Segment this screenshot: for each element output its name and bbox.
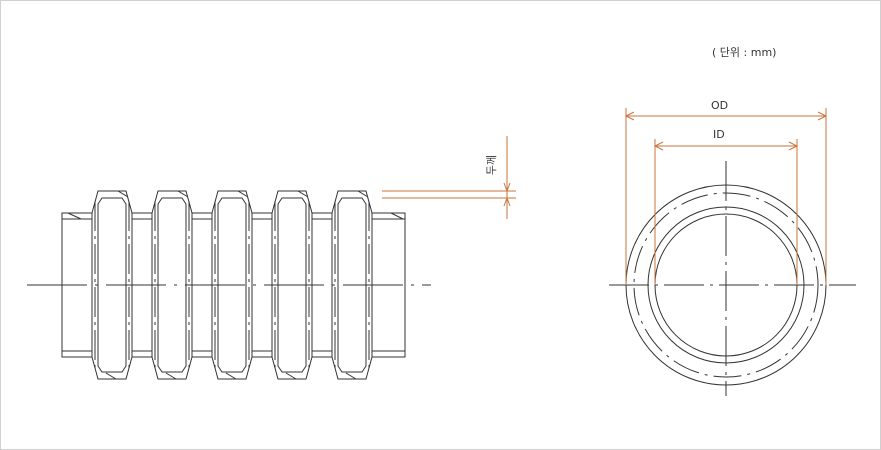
dimension-lines bbox=[382, 108, 828, 285]
ridge-outline bbox=[151, 190, 193, 380]
side-view bbox=[27, 190, 431, 380]
front-view bbox=[609, 161, 856, 396]
ridge-inner bbox=[337, 197, 367, 373]
thickness-arrows bbox=[503, 182, 511, 207]
ridge-inner bbox=[217, 197, 247, 373]
thickness-label: 두께 bbox=[485, 154, 499, 176]
ridge-hatch bbox=[177, 190, 189, 198]
end-hatch bbox=[390, 212, 404, 220]
od-arrows bbox=[624, 111, 828, 121]
ridge-hatch bbox=[105, 372, 117, 380]
ridge-hatch bbox=[357, 190, 369, 198]
ridge-inner bbox=[97, 197, 127, 373]
ridge-inner bbox=[277, 197, 307, 373]
od-label: OD bbox=[711, 99, 729, 112]
ridge-hatch bbox=[297, 190, 309, 198]
ridge-hatch bbox=[345, 372, 357, 380]
id-arrows bbox=[653, 141, 799, 151]
ridge-hatch bbox=[117, 190, 129, 198]
ridge-hatch bbox=[225, 372, 237, 380]
ridge-hatch bbox=[285, 372, 297, 380]
ridge-hatch bbox=[165, 372, 177, 380]
ridge-inner bbox=[157, 197, 187, 373]
id-label: ID bbox=[713, 128, 725, 141]
end-hatch bbox=[67, 212, 82, 220]
ridge-hatch bbox=[237, 190, 249, 198]
unit-label: ( 단위 : mm) bbox=[712, 46, 777, 59]
